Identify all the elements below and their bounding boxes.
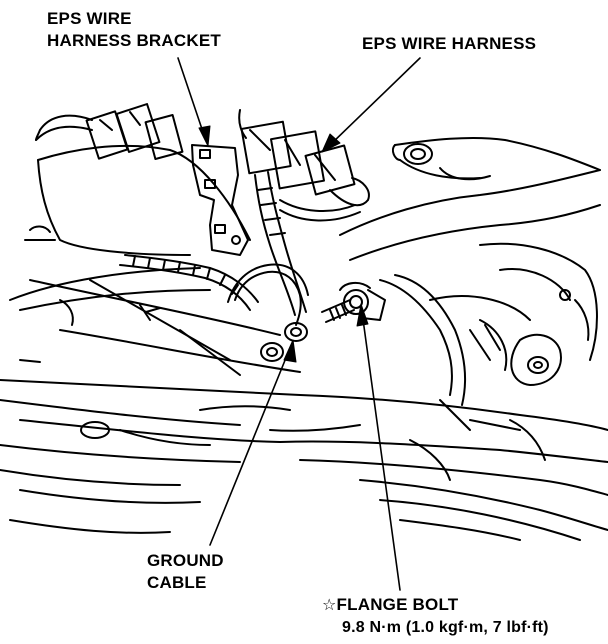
ground-cable-label: GROUND CABLE <box>147 550 224 594</box>
star-icon: ☆ <box>322 595 337 614</box>
leader-lines <box>177 57 421 591</box>
eps-wire-harness-bracket-label: EPS WIRE HARNESS BRACKET <box>47 8 221 52</box>
ground-label-line1: GROUND <box>147 551 224 570</box>
flange-bolt-text: FLANGE BOLT <box>336 595 459 614</box>
eps-wire-harness-drawing <box>35 103 370 316</box>
subframe-drawing <box>0 136 608 541</box>
eps-wire-harness-label: EPS WIRE HARNESS <box>362 34 537 53</box>
flange-bolt-label: ☆FLANGE BOLT <box>322 594 458 616</box>
flange-bolt-torque: 9.8 N·m (1.0 kgf·m, 7 lbf·ft) <box>342 619 549 636</box>
ground-cable-drawing <box>227 263 309 362</box>
flange-bolt-drawing <box>321 282 386 323</box>
ground-label-line2: CABLE <box>147 573 207 592</box>
bracket-label-line1: EPS WIRE <box>47 9 132 28</box>
arrowheads <box>198 125 369 363</box>
bracket-label-line2: HARNESS BRACKET <box>47 31 221 50</box>
